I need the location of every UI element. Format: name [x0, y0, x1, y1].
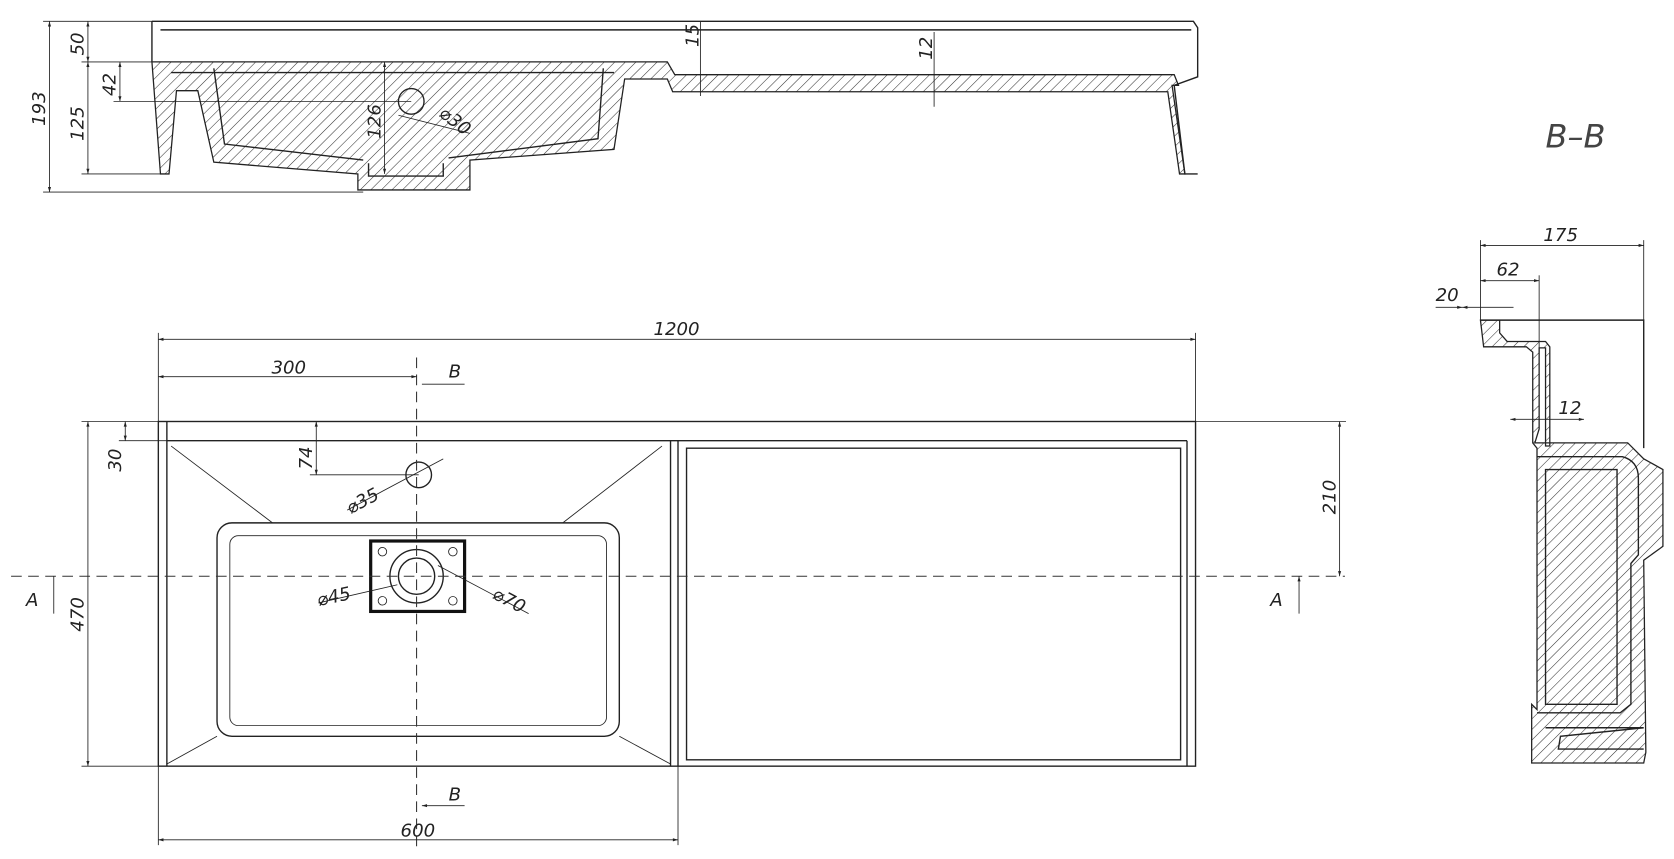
dim-193: 193 [29, 91, 50, 126]
dim-125: 125 [68, 106, 89, 141]
dim-470: 470 [68, 597, 89, 632]
dim-62: 62 [1496, 259, 1519, 280]
dim-42: 42 [100, 73, 121, 96]
plan-view: 1200 300 600 470 30 74 210 ⌀35 ⌀45 ⌀70 A… [11, 319, 1346, 849]
dim-1200: 1200 [653, 319, 699, 340]
dim-175: 175 [1543, 225, 1578, 246]
dim-126: 126 [364, 104, 385, 139]
section-mark-b-top: B [449, 362, 461, 383]
dim-12: 12 [916, 37, 937, 60]
section-mark-b-bottom: B [449, 784, 461, 805]
dim-30: 30 [105, 449, 126, 472]
drain [369, 539, 467, 614]
dim-drain-70: ⌀70 [489, 583, 529, 617]
dim-300: 300 [271, 357, 306, 378]
dim-tap-35: ⌀35 [343, 484, 383, 518]
dim-600: 600 [401, 821, 436, 842]
section-title: B–B [1546, 117, 1606, 155]
dim-drain-45: ⌀45 [315, 583, 353, 611]
dim-20: 20 [1436, 285, 1459, 306]
section-b-b: B–B 175 62 20 12 [1435, 117, 1664, 764]
dim-50: 50 [68, 32, 89, 55]
section-mark-a-right: A [1269, 590, 1282, 611]
section-profile [151, 61, 1186, 191]
section-mark-a-left: A [25, 590, 38, 611]
dim-74: 74 [296, 446, 317, 469]
dim-15: 15 [682, 24, 703, 47]
dim-210: 210 [1319, 480, 1340, 515]
dim-12-wall: 12 [1558, 398, 1581, 419]
side-section-view: 193 50 125 42 126 ⌀30 15 12 [29, 20, 1199, 193]
